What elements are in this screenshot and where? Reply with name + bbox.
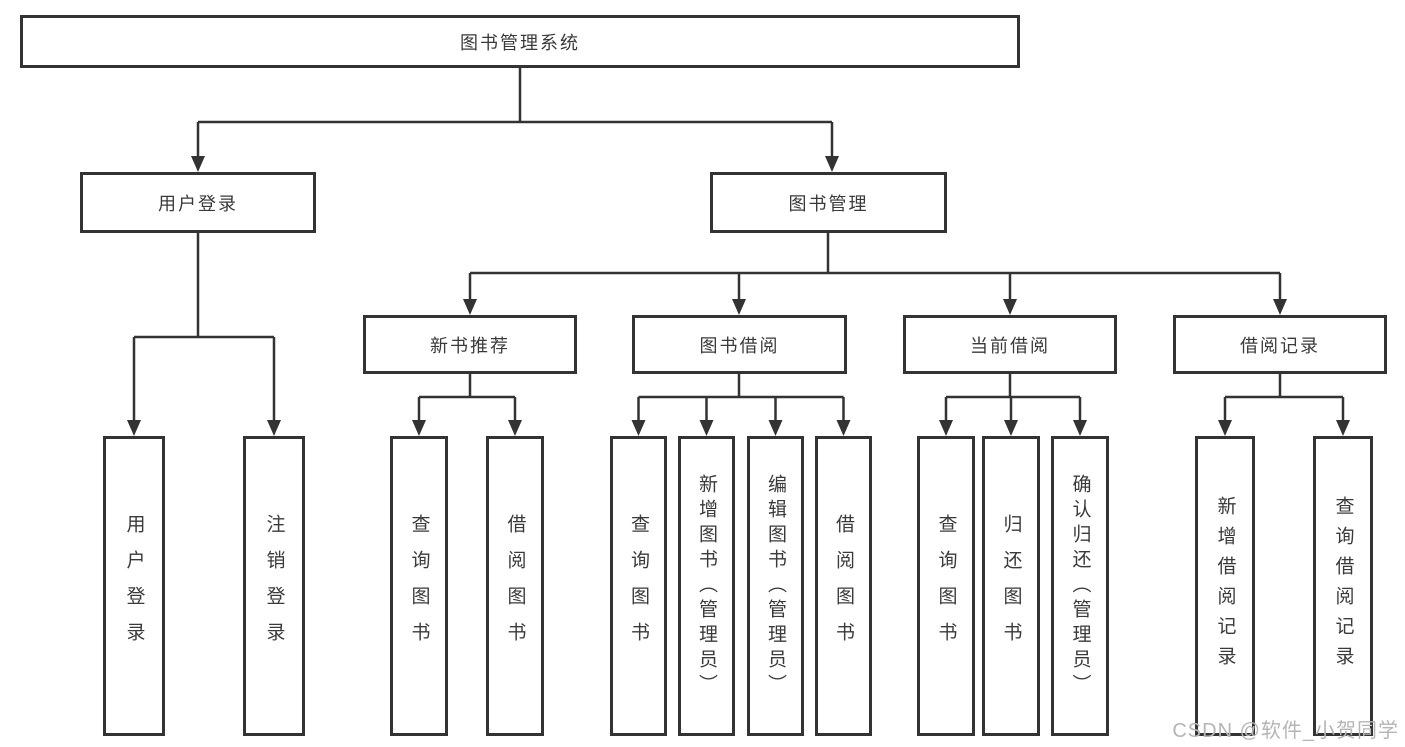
node-new-book-recommendation: 新书推荐 (363, 315, 577, 374)
node-current-borrowing: 当前借阅 (903, 315, 1117, 374)
node-label: 图书借阅 (699, 335, 780, 356)
node-library-management-system: 图书管理系统 (20, 15, 1020, 68)
leaf-label: 用户登录 (123, 514, 145, 658)
leaf-add-borrow-record: 新增借阅记录 (1195, 436, 1255, 736)
csdn-watermark: CSDN @软件_小贺同学 (1172, 720, 1399, 742)
leaf-borrow-books: 借阅图书 (486, 436, 544, 736)
leaf-query-books: 查询图书 (917, 436, 975, 736)
leaf-label: 确认归还（管理员） (1069, 473, 1091, 699)
leaf-label: 编辑图书（管理员） (765, 473, 786, 699)
node-label: 用户登录 (158, 193, 238, 214)
node-borrowing-records: 借阅记录 (1173, 315, 1387, 374)
leaf-label: 归还图书 (1000, 514, 1022, 658)
leaf-query-books: 查询图书 (390, 436, 448, 736)
node-book-borrowing: 图书借阅 (632, 315, 847, 374)
leaf-logout: 注销登录 (243, 436, 305, 736)
leaf-confirm-return-admin: 确认归还（管理员） (1051, 436, 1109, 736)
node-label: 新书推荐 (430, 335, 510, 356)
leaf-edit-books-admin: 编辑图书（管理员） (747, 436, 804, 736)
leaf-label: 注销登录 (263, 514, 285, 658)
arrowheads (127, 156, 1350, 436)
leaf-user-login: 用户登录 (103, 436, 165, 736)
leaf-return-books: 归还图书 (982, 436, 1040, 736)
leaf-label: 借阅图书 (833, 514, 854, 658)
leaf-query-books: 查询图书 (610, 436, 667, 736)
node-book-management: 图书管理 (710, 172, 947, 233)
node-label: 图书管理 (788, 193, 869, 214)
leaf-query-borrow-record: 查询借阅记录 (1313, 436, 1373, 736)
leaf-label: 新增图书（管理员） (696, 473, 717, 699)
node-label: 借阅记录 (1240, 335, 1320, 356)
leaf-borrow-books: 借阅图书 (815, 436, 872, 736)
leaf-label: 新增借阅记录 (1214, 496, 1236, 676)
leaf-label: 借阅图书 (504, 514, 526, 658)
leaf-add-books-admin: 新增图书（管理员） (678, 436, 735, 736)
node-user-login: 用户登录 (80, 172, 316, 233)
leaf-label: 查询图书 (408, 514, 430, 658)
node-label: 当前借阅 (970, 335, 1050, 356)
leaf-label: 查询图书 (628, 514, 649, 658)
leaf-label: 查询图书 (935, 514, 957, 658)
leaf-label: 查询借阅记录 (1332, 496, 1354, 676)
node-label: 图书管理系统 (460, 32, 580, 53)
